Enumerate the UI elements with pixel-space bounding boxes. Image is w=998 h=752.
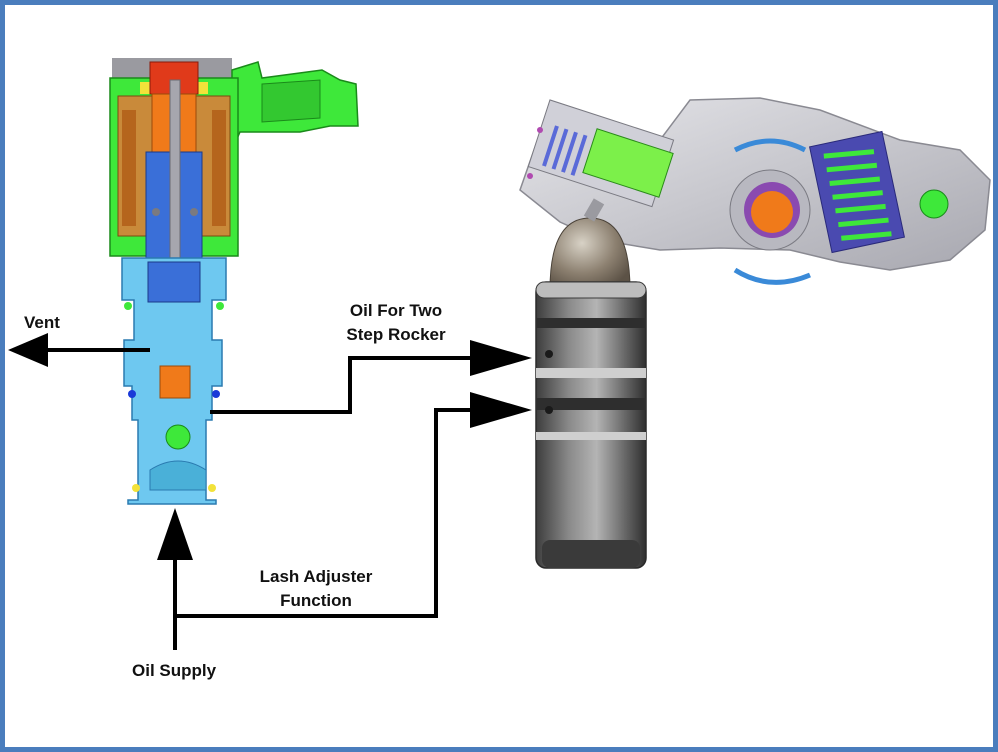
lifter-contact [583,198,605,222]
solenoid-valve [109,58,359,505]
oil-port-lower [545,406,553,414]
roller-core [751,191,793,233]
lash-adjuster [535,198,647,569]
lifter-groove-4 [536,432,646,440]
lash-adjuster-label-line2: Function [280,591,352,610]
two-step-oil-arrowhead [470,340,532,376]
flow-arrows [8,333,532,650]
latch-pin [582,128,674,198]
valve-upper-bore [147,261,201,303]
rocker-pivot [919,189,949,219]
lifter-bottom [542,540,640,568]
inlet-filter [149,460,207,491]
rocker-arm [519,97,991,285]
o-ring-1 [124,302,132,310]
connector-socket [261,79,321,123]
o-ring-4 [212,390,220,398]
oil-supply-arrowhead [157,508,193,560]
oil-two-step-label-line1: Oil For Two [349,301,443,320]
lifter-groove-1 [536,318,646,328]
oil-supply-label: Oil Supply [132,661,217,680]
spool [159,365,191,399]
lost-motion-spring [823,149,892,241]
latch-spring [542,125,588,176]
latch-dot-2 [527,173,533,179]
o-ring-2 [216,302,224,310]
lash-oil-arrowhead [470,392,532,428]
pin-right [190,208,198,216]
oil-two-step-label-line2: Step Rocker [346,325,446,344]
lifter-top-ring [535,281,647,299]
lifter-groove-3 [536,398,646,410]
coil-left-inner [122,110,136,226]
latch-dot-1 [537,127,543,133]
oil-port-upper [545,350,553,358]
roller-edge-bottom [733,267,811,285]
coil-right-inner [212,110,226,226]
o-ring-5 [132,484,140,492]
vent-label: Vent [24,313,60,332]
roller-edge-top [733,138,807,153]
vent-arrowhead [8,333,48,367]
lifter-groove-2 [536,368,646,378]
o-ring-3 [128,390,136,398]
lash-adjuster-label-line1: Lash Adjuster [259,567,373,586]
o-ring-6 [208,484,216,492]
two-step-oil-line [210,356,470,414]
check-ball [165,424,191,450]
pin-left [152,208,160,216]
